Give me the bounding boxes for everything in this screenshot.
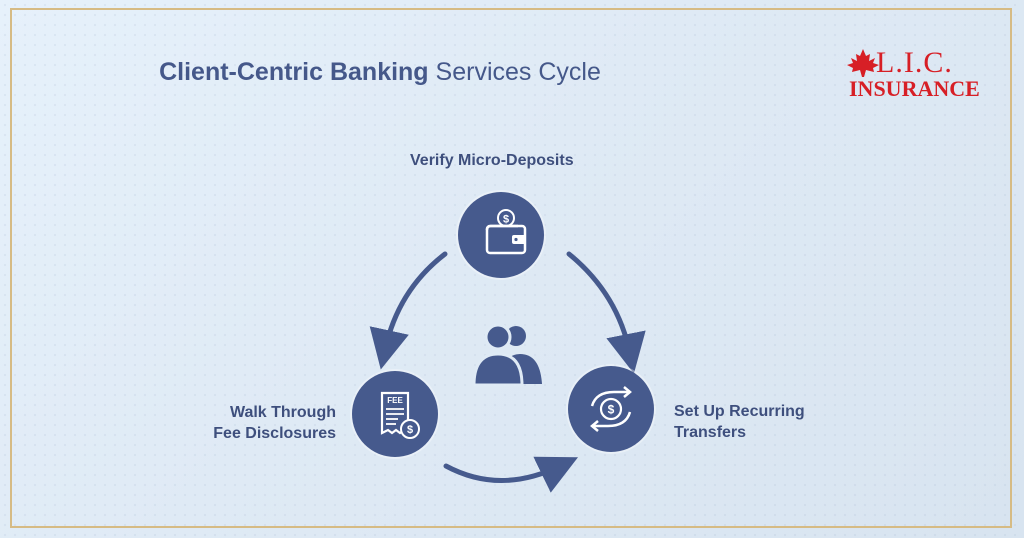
svg-text:$: $ bbox=[503, 214, 509, 226]
label-verify-micro-deposits: Verify Micro-Deposits bbox=[410, 152, 574, 169]
arrow-top-to-right bbox=[566, 251, 646, 374]
lic-logo: L.I.C. INSURANCE bbox=[846, 46, 986, 102]
fee-receipt-icon: FEE $ bbox=[380, 391, 420, 439]
maple-leaf-icon bbox=[847, 49, 879, 77]
recurring-transfer-icon: $ bbox=[590, 386, 632, 432]
title-bold: Client-Centric Banking bbox=[159, 58, 429, 86]
node-verify-micro-deposits: $ bbox=[458, 192, 544, 278]
gold-frame bbox=[10, 8, 1012, 528]
wallet-dollar-icon: $ bbox=[485, 209, 527, 255]
node-walk-through-fee-disclosures: FEE $ bbox=[352, 371, 438, 457]
node-set-up-recurring-transfers: $ bbox=[568, 366, 654, 452]
fee-receipt-text: FEE bbox=[387, 396, 403, 405]
label-walk-through-fee-disclosures: Walk Through Fee Disclosures bbox=[200, 402, 336, 444]
svg-text:$: $ bbox=[608, 403, 615, 417]
logo-sub: INSURANCE bbox=[849, 76, 980, 101]
label-fee-line2: Fee Disclosures bbox=[213, 425, 336, 442]
page-title: Client-Centric Banking Services Cycle bbox=[0, 58, 760, 87]
logo-brand: L.I.C. bbox=[876, 46, 953, 79]
arrow-left-to-right bbox=[443, 456, 579, 493]
arrow-top-to-left bbox=[369, 251, 448, 370]
title-light: Services Cycle bbox=[435, 58, 601, 86]
users-icon bbox=[472, 323, 542, 387]
svg-text:$: $ bbox=[407, 424, 413, 436]
label-set-up-recurring-transfers: Set Up Recurring Transfers bbox=[674, 401, 805, 443]
label-fee-line1: Walk Through bbox=[229, 404, 336, 421]
label-recurring-line2: Transfers bbox=[674, 424, 747, 441]
label-recurring-line1: Set Up Recurring bbox=[674, 403, 805, 420]
